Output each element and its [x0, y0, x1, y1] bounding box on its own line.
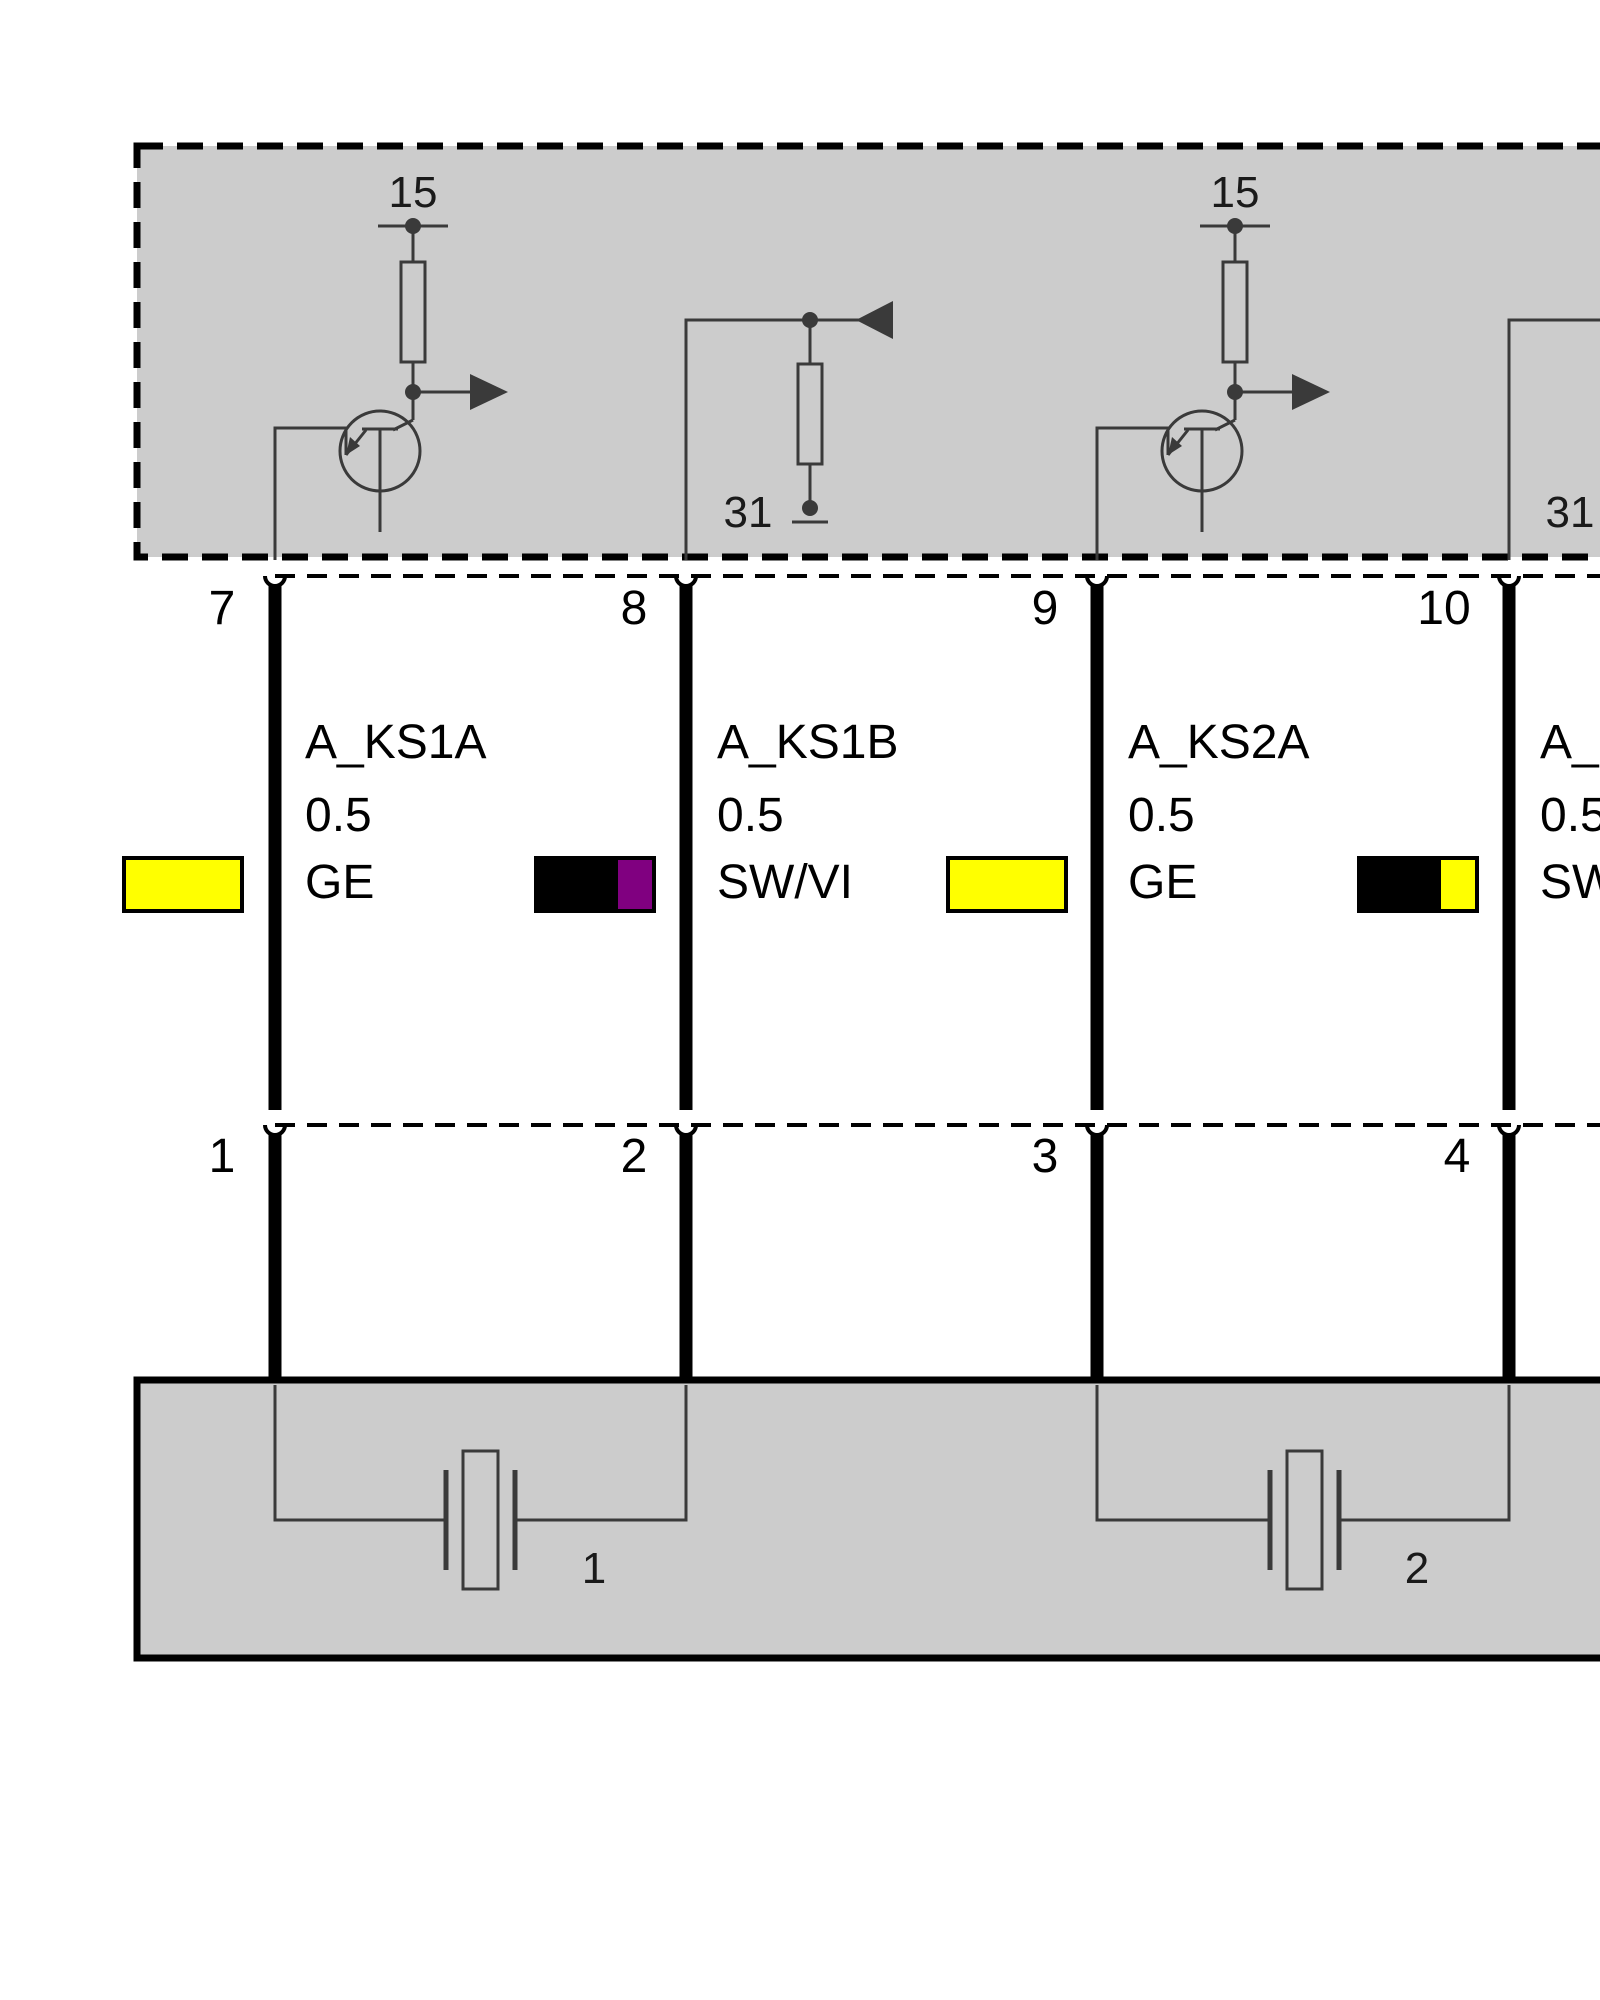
wire-4: 10 4 A_ 0.5 SW — [1357, 575, 1600, 1382]
color-swatch-border — [1357, 856, 1479, 913]
wire-color-code: GE — [305, 856, 374, 909]
pullup-resistor — [1221, 260, 1249, 364]
pin-number: 1 — [209, 1130, 236, 1183]
color-swatch-violet — [618, 858, 654, 911]
sensor-label: 1 — [582, 1544, 606, 1593]
bias-circuit-1: 31 — [684, 301, 893, 560]
color-swatch-yellow — [1441, 858, 1477, 911]
pin-number: 10 — [1417, 582, 1470, 635]
control-module-box — [133, 142, 1600, 561]
wire-color-code: GE — [1128, 856, 1197, 909]
pin-number: 9 — [1032, 582, 1059, 635]
signal-name: A_ — [1540, 716, 1600, 769]
input-arrow-icon — [856, 301, 893, 339]
control-module — [133, 142, 1600, 561]
transistor-circuit-1: 15 — [273, 168, 508, 560]
output-arrow-icon — [470, 374, 508, 410]
signal-name: A_KS1A — [305, 716, 486, 769]
wire-1: 7 1 A_KS1A 0.5 GE — [122, 575, 486, 1382]
output-arrow-icon — [1292, 374, 1330, 410]
wire-2: 8 2 A_KS1B 0.5 SW/VI — [534, 575, 898, 1382]
supply-label-15: 15 — [389, 168, 438, 217]
knock-sensor-2: 2 — [1095, 1385, 1511, 1593]
color-swatch-border — [534, 856, 656, 913]
wire-color-code: SW/VI — [717, 856, 853, 909]
transistor-icon — [1160, 409, 1244, 532]
color-swatch-yellow — [946, 856, 1068, 913]
supply-label-15: 15 — [1211, 168, 1260, 217]
color-swatch-black — [1359, 858, 1441, 911]
signal-name: A_KS2A — [1128, 716, 1309, 769]
wire-size: 0.5 — [305, 789, 372, 842]
color-swatch-black — [536, 858, 618, 911]
knock-sensor-1: 1 — [273, 1385, 688, 1593]
pin-number: 3 — [1032, 1130, 1059, 1183]
ground-label-31: 31 — [724, 488, 773, 537]
color-swatch-yellow — [122, 856, 244, 913]
piezo-crystal — [461, 1449, 500, 1591]
wire-color-code: SW — [1540, 856, 1600, 909]
piezo-crystal — [1285, 1449, 1324, 1591]
pullup-resistor — [399, 260, 427, 364]
pin-number: 7 — [209, 582, 236, 635]
wire-3: 9 3 A_KS2A 0.5 GE — [946, 575, 1309, 1382]
sensor-label: 2 — [1405, 1544, 1429, 1593]
bias-circuit-2: 31 — [1507, 318, 1600, 560]
wire-size: 0.5 — [717, 789, 784, 842]
pulldown-resistor — [796, 362, 824, 466]
ground-label-31: 31 — [1546, 488, 1595, 537]
transistor-icon — [338, 409, 422, 532]
pin-number: 4 — [1444, 1130, 1471, 1183]
transistor-circuit-2: 15 — [1095, 168, 1330, 560]
pin-number: 8 — [621, 582, 648, 635]
wire-size: 0.5 — [1540, 789, 1600, 842]
wire-size: 0.5 — [1128, 789, 1195, 842]
pin-number: 2 — [621, 1130, 648, 1183]
signal-name: A_KS1B — [717, 716, 898, 769]
